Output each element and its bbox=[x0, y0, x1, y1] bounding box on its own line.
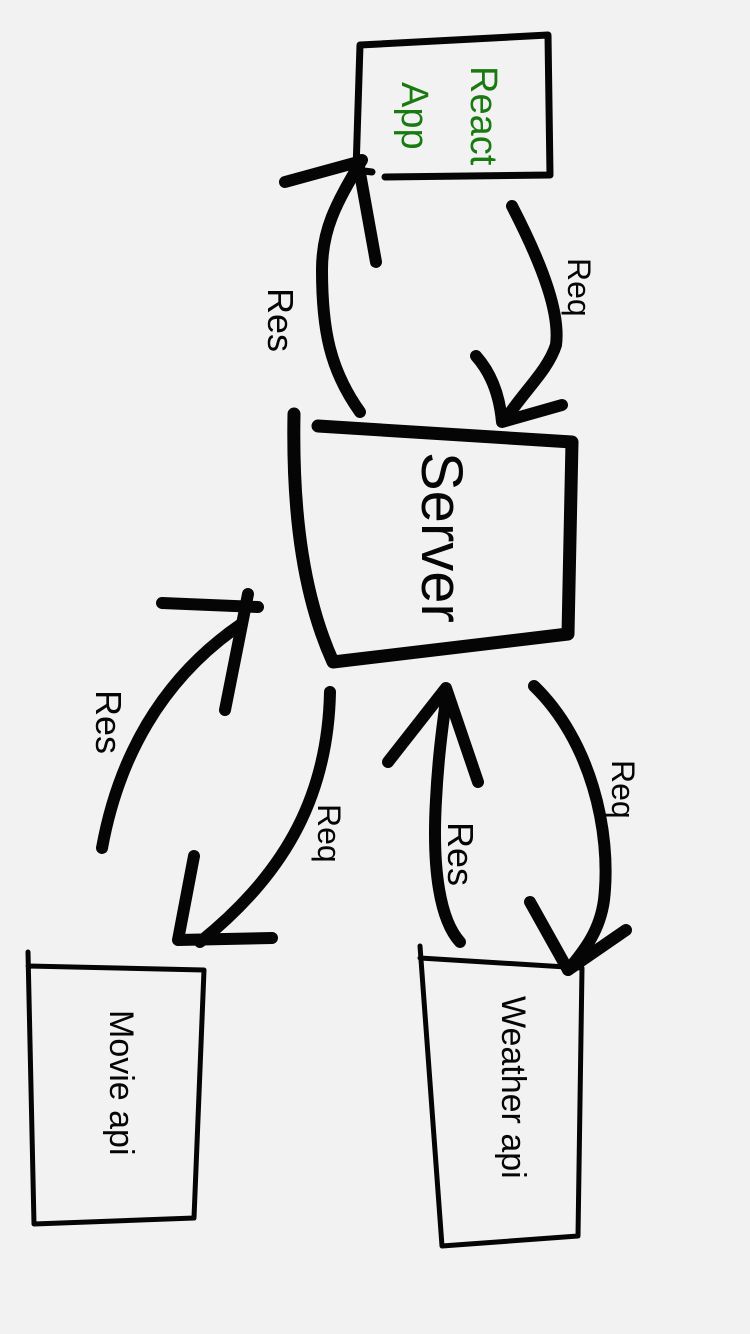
edge-server-to-react-label: Res bbox=[260, 288, 301, 352]
movie-api-label: Movie api bbox=[102, 1010, 140, 1156]
edge-server-to-movie: Req bbox=[172, 686, 347, 948]
edge-react-to-server-label: Req bbox=[561, 258, 597, 317]
edge-server-to-weather: Req bbox=[524, 680, 641, 976]
react-app-label-line2: App bbox=[393, 82, 435, 150]
edge-weather-to-server-label: Res bbox=[440, 822, 481, 886]
edge-server-to-movie-label: Req bbox=[311, 804, 347, 863]
weather-api-node: Weather api bbox=[417, 943, 585, 1249]
edge-server-to-weather-label: Req bbox=[605, 760, 641, 819]
edge-movie-to-server-label: Res bbox=[88, 690, 129, 754]
server-label: Server bbox=[409, 452, 474, 623]
edge-server-to-react: Res bbox=[260, 154, 382, 418]
edge-weather-to-server: Res bbox=[382, 682, 484, 948]
edge-react-to-server: Req bbox=[470, 200, 597, 428]
movie-api-node: Movie api bbox=[25, 949, 207, 1227]
server-node: Server bbox=[287, 407, 579, 669]
weather-api-label: Weather api bbox=[494, 996, 532, 1179]
edge-movie-to-server: Res bbox=[88, 588, 264, 854]
react-app-node: React App bbox=[352, 31, 554, 181]
react-app-label-line1: React bbox=[462, 66, 504, 166]
